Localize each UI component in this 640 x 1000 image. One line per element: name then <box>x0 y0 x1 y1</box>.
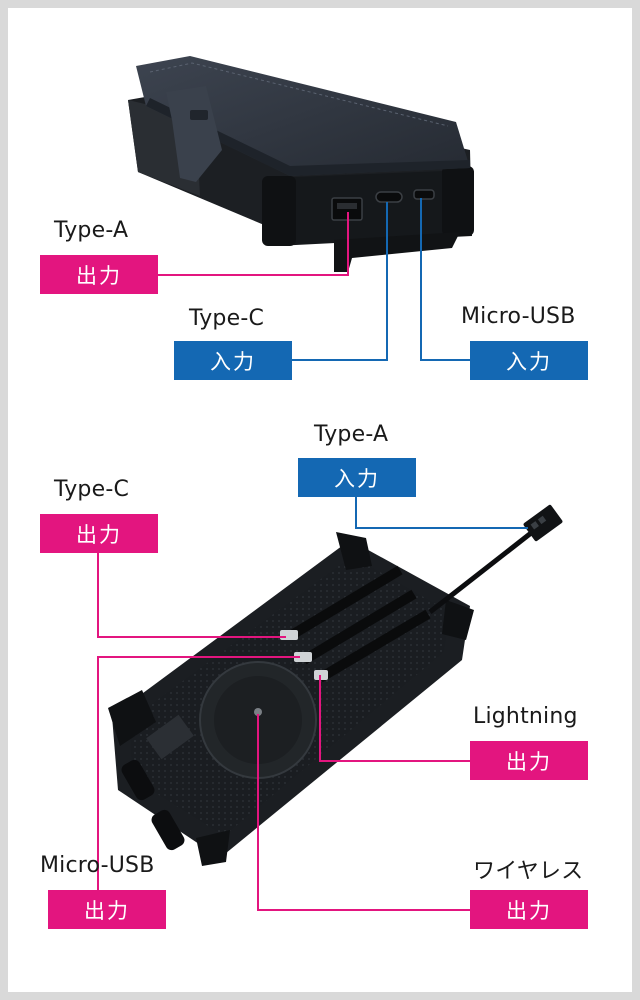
bottom-wireless-badge: 出力 <box>470 890 588 929</box>
callout-lines <box>97 198 528 911</box>
top-type-a-title: Type-A <box>54 218 129 243</box>
bottom-lightning-title: Lightning <box>473 704 578 729</box>
bottom-wireless-line <box>257 714 470 911</box>
bottom-micro-usb-badge: 出力 <box>48 890 166 929</box>
top-micro-usb-title: Micro-USB <box>461 304 576 329</box>
top-device <box>128 56 474 272</box>
bottom-type-c-line <box>97 553 286 638</box>
top-type-c-line <box>292 202 388 361</box>
top-type-c-badge: 入力 <box>174 341 292 380</box>
bottom-wireless-title: ワイヤレス <box>473 859 584 884</box>
bottom-type-c-title: Type-C <box>54 477 130 502</box>
bottom-lightning-line <box>319 675 470 762</box>
top-type-c-title: Type-C <box>189 306 265 331</box>
bottom-device <box>108 504 563 866</box>
top-type-a-badge: 出力 <box>40 255 158 294</box>
bottom-type-a-title: Type-A <box>314 422 389 447</box>
top-micro-usb-badge: 入力 <box>470 341 588 380</box>
bottom-type-a-line <box>355 497 528 529</box>
bottom-micro-usb-line <box>97 656 300 890</box>
bottom-type-a-badge: 入力 <box>298 458 416 497</box>
bottom-type-c-badge: 出力 <box>40 514 158 553</box>
bottom-micro-usb-title: Micro-USB <box>40 853 155 878</box>
top-type-a-line <box>158 212 349 276</box>
bottom-lightning-badge: 出力 <box>470 741 588 780</box>
top-micro-usb-line <box>420 198 470 361</box>
